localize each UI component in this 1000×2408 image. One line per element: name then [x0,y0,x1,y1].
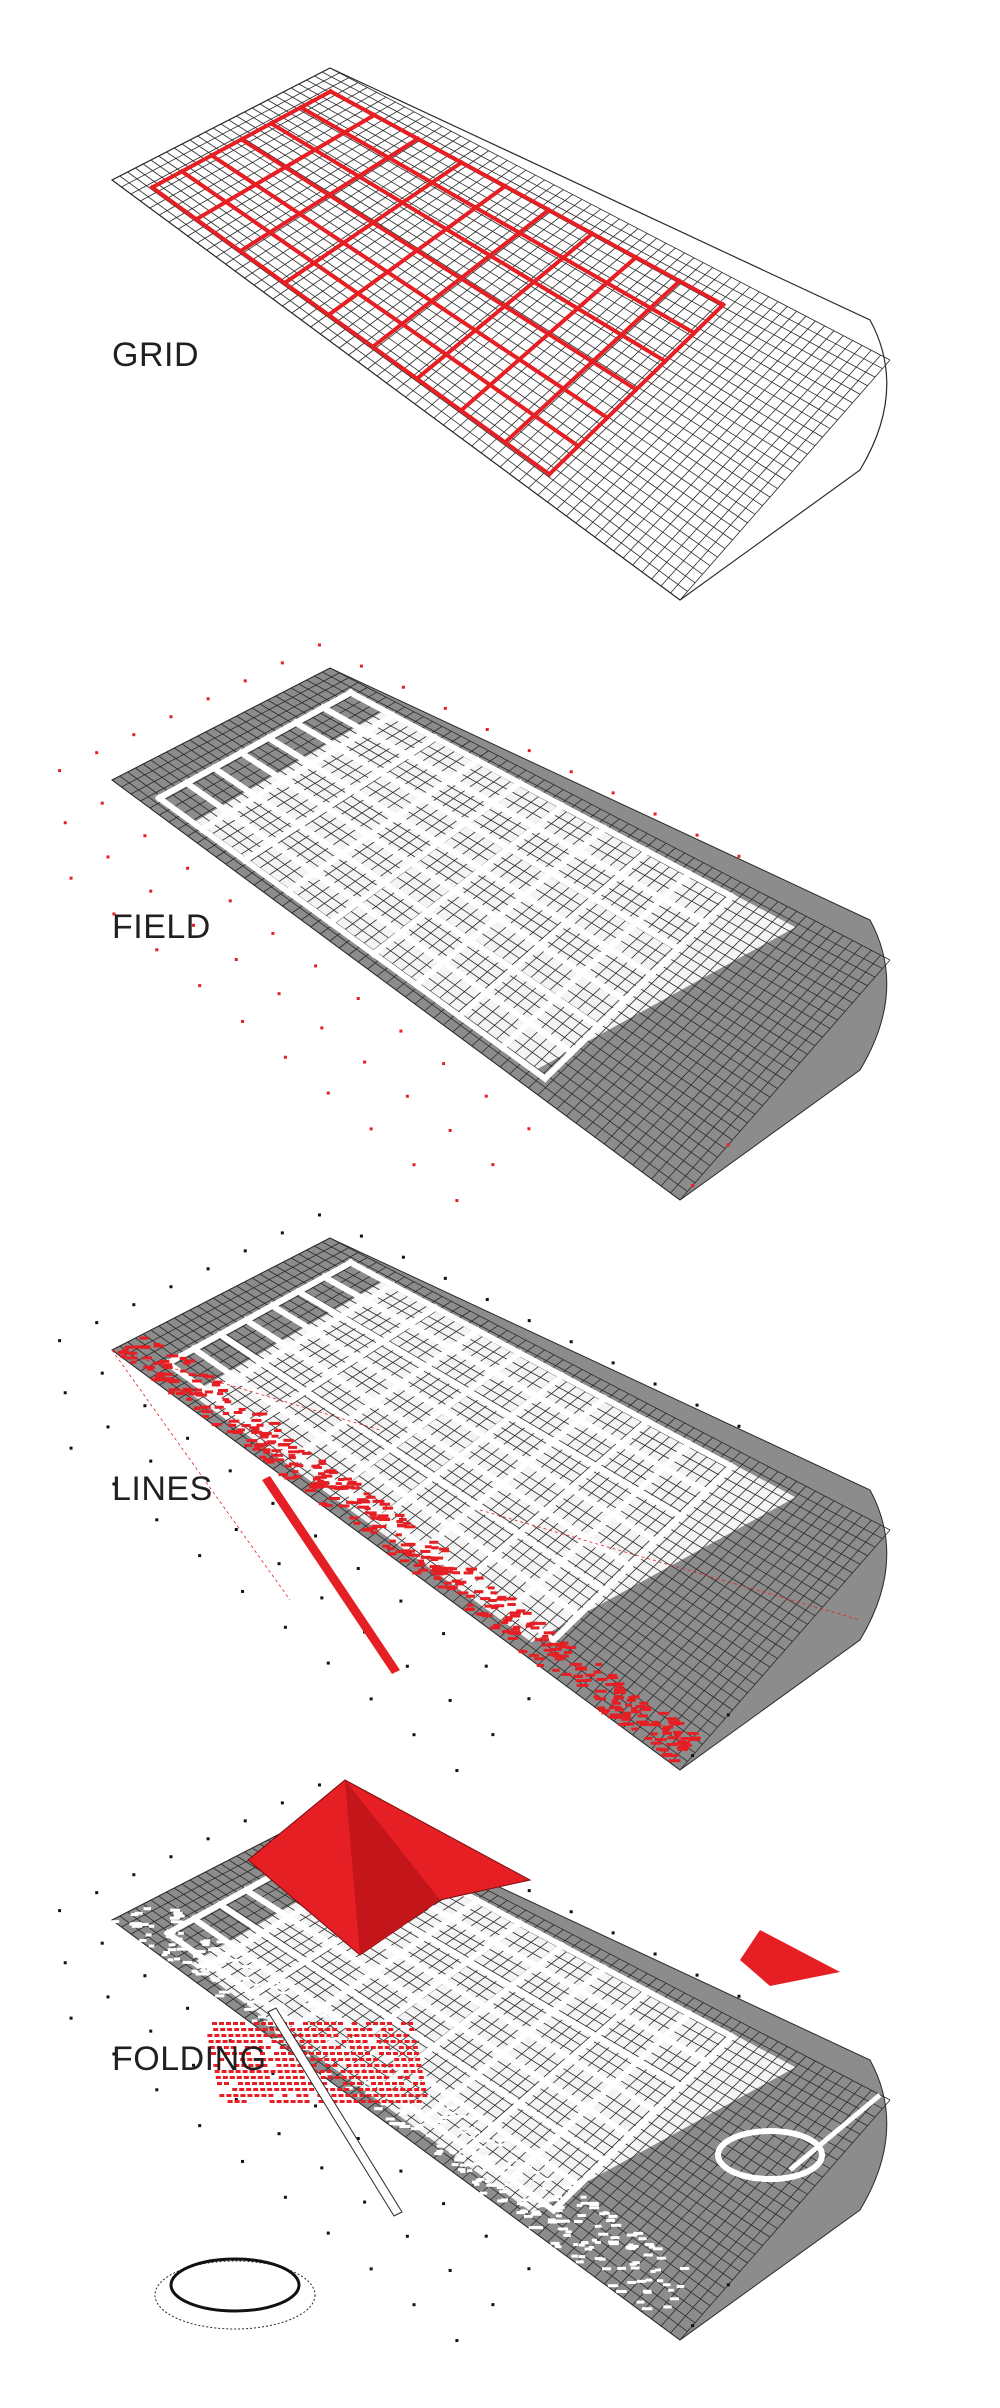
panel-lines: LINES [0,1180,1000,1780]
folding-diagram [0,1750,1000,2408]
label-field: FIELD [112,908,211,947]
red-fold-small [740,1930,840,1986]
panel-grid: GRID [0,0,1000,620]
grid-diagram [0,0,1000,620]
label-folding: FOLDING [112,2040,267,2079]
label-lines: LINES [112,1470,213,1509]
panel-folding: FOLDING [0,1750,1000,2408]
panel-field: FIELD [0,610,1000,1210]
label-grid: GRID [112,336,199,375]
ring-inner [171,2259,299,2311]
